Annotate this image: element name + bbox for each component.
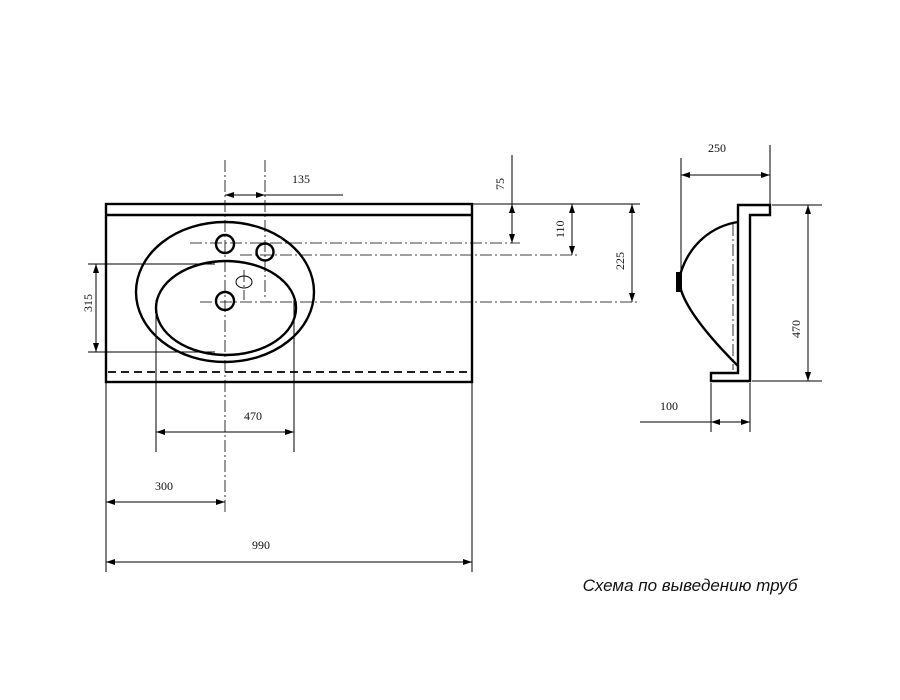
dim-label-110: 110 — [553, 220, 567, 238]
dimension-300: 300 — [105, 382, 225, 572]
sink-side-view — [676, 203, 772, 383]
drawing-caption: Схема по выведению труб — [582, 576, 798, 595]
basin-inner-bowl — [154, 259, 298, 357]
dim-label-315: 315 — [81, 294, 95, 312]
dimension-315: 315 — [81, 263, 215, 353]
dim-label-75: 75 — [493, 178, 507, 190]
dim-label-990: 990 — [252, 538, 270, 552]
countertop-outline — [104, 202, 474, 384]
dimension-470-height: 470 — [752, 204, 822, 382]
dim-label-470-height: 470 — [789, 320, 803, 338]
dimension-470-width: 470 — [155, 300, 295, 452]
side-basin-curve — [679, 220, 739, 367]
dimension-75: 75 — [472, 155, 520, 243]
dim-label-300: 300 — [155, 479, 173, 493]
dim-label-135: 135 — [292, 172, 310, 186]
dimension-135: 135 — [225, 172, 343, 198]
dimension-250: 250 — [680, 141, 771, 270]
side-drain-fitting — [676, 272, 682, 292]
dim-label-225: 225 — [613, 252, 627, 270]
dim-label-100: 100 — [660, 399, 678, 413]
side-profile-outline — [709, 203, 772, 383]
dimension-225: 225 — [580, 203, 640, 302]
dimension-110: 110 — [520, 203, 580, 255]
dimension-990: 990 — [106, 382, 473, 572]
dim-label-470-width: 470 — [244, 409, 262, 423]
dimension-100: 100 — [640, 383, 751, 432]
dim-label-250: 250 — [708, 141, 726, 155]
sink-top-view — [104, 160, 640, 512]
